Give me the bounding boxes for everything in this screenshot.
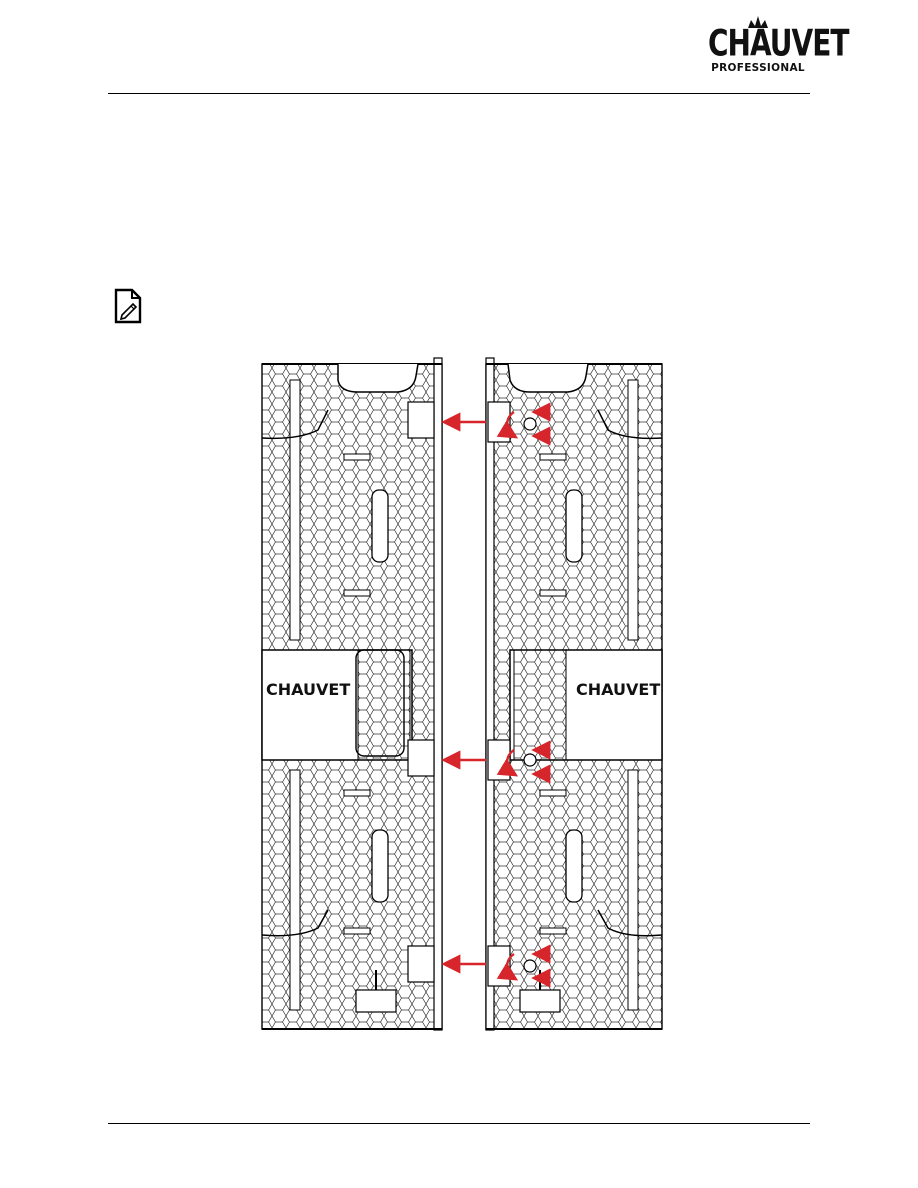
left-panel: CHAUVET — [262, 358, 442, 1030]
brand-logo: CHAUVET PROFESSIONAL — [708, 28, 808, 74]
left-panel-logo: CHAUVET — [266, 680, 350, 699]
panel-connection-diagram: CHAUVET CHAUVET — [258, 350, 663, 1035]
footer-rule — [108, 1123, 810, 1124]
logo-wordmark: CHAUVET — [708, 23, 808, 65]
right-panel-logo: CHAUVET — [576, 680, 660, 699]
header-rule — [108, 93, 810, 94]
note-pencil-icon — [114, 288, 144, 324]
right-panel: CHAUVET — [486, 358, 662, 1030]
